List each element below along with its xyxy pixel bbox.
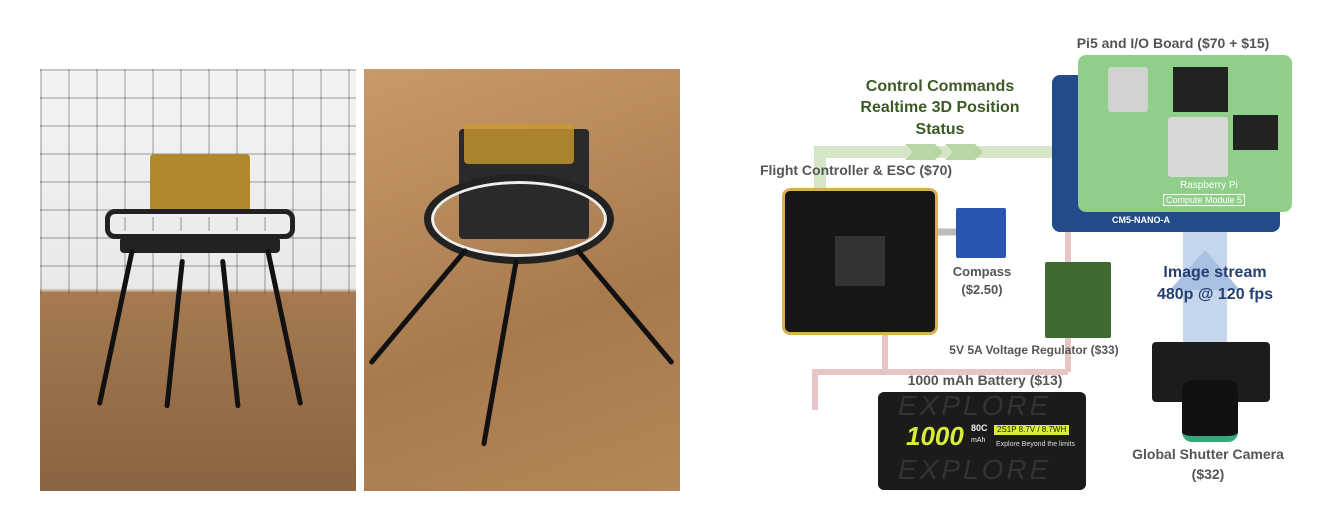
image-stream-label: Image stream bbox=[1163, 264, 1267, 281]
image-stream-rate: 480p @ 120 fps bbox=[1156, 286, 1274, 303]
fc-label: Flight Controller & ESC ($70) bbox=[759, 162, 953, 178]
battery: EXPLORE 1000 80C mAh 2S1P 8.7V / 8.7WH E… bbox=[878, 392, 1086, 490]
pi-label: Pi5 and I/O Board ($70 + $15) bbox=[1076, 35, 1270, 51]
control-line-3: Status bbox=[915, 121, 965, 138]
voltage-regulator bbox=[1045, 262, 1111, 338]
drone-photo-angled bbox=[364, 69, 680, 491]
battery-rate: 80C bbox=[971, 423, 988, 433]
battery-brand-2: EXPLORE bbox=[898, 454, 1052, 485]
camera-label: Global Shutter Camera bbox=[1132, 446, 1284, 462]
compass-label: Compass bbox=[952, 264, 1012, 279]
battery-brand: EXPLORE bbox=[898, 392, 1052, 421]
battery-label: 1000 mAh Battery ($13) bbox=[907, 372, 1063, 388]
battery-spec: 2S1P 8.7V / 8.7WH bbox=[994, 425, 1070, 435]
drone-photo-front bbox=[40, 69, 356, 491]
control-arrows bbox=[905, 144, 983, 160]
pi-text: Raspberry Pi bbox=[1180, 180, 1238, 191]
compass-price: ($2.50) bbox=[961, 282, 1003, 297]
pi-module: Raspberry Pi Compute Module 5 bbox=[1078, 55, 1292, 212]
control-line-2: Realtime 3D Position bbox=[860, 99, 1020, 116]
compass-board bbox=[956, 208, 1006, 258]
camera-price: ($32) bbox=[1191, 466, 1225, 482]
pi-module-text: Compute Module 5 bbox=[1163, 194, 1246, 206]
flight-controller bbox=[782, 188, 938, 335]
camera-lens bbox=[1182, 380, 1238, 442]
io-board-text: CM5-NANO-A bbox=[1112, 215, 1170, 225]
battery-slogan: Explore Beyond the limits bbox=[996, 441, 1075, 448]
battery-unit: mAh bbox=[971, 437, 986, 444]
regulator-label: 5V 5A Voltage Regulator ($33) bbox=[949, 343, 1119, 357]
image-arrow bbox=[1170, 250, 1240, 290]
battery-capacity: 1000 bbox=[906, 421, 964, 451]
control-line-1: Control Commands bbox=[865, 78, 1015, 95]
